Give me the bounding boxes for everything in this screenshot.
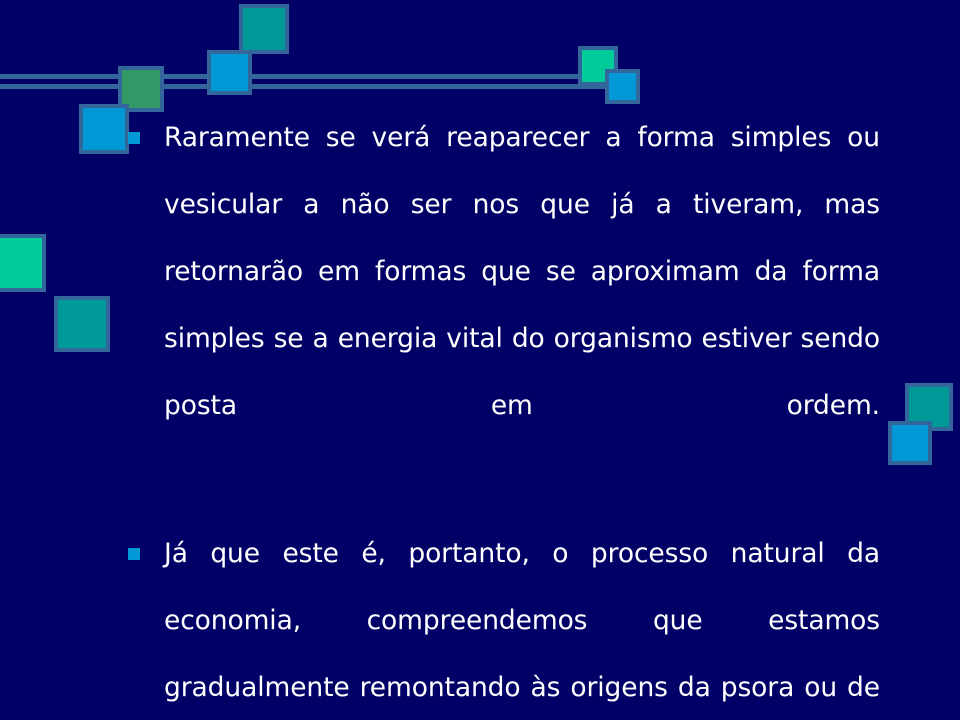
deco-square-spring-left-mid xyxy=(0,234,46,292)
bullet-text: Já que este é, portanto, o processo natu… xyxy=(164,538,880,703)
upper-rule xyxy=(0,74,615,79)
deco-square-teal-left-mid xyxy=(54,296,110,352)
deco-square-cyan-top xyxy=(207,50,252,95)
deco-square-teal-top xyxy=(239,4,289,54)
lower-rule xyxy=(0,84,615,89)
bullet-item: Raramente se verá reaparecer a forma sim… xyxy=(120,104,880,506)
deco-square-cyan-left xyxy=(79,104,129,154)
bullet-text: Raramente se verá reaparecer a forma sim… xyxy=(164,122,880,421)
square-bullet-icon xyxy=(128,548,140,560)
slide-body: Raramente se verá reaparecer a forma sim… xyxy=(120,104,880,720)
square-bullet-icon xyxy=(128,132,140,144)
deco-square-cyan-right-low xyxy=(888,421,932,465)
deco-square-cyan-right xyxy=(605,69,640,104)
bullet-item: Já que este é, portanto, o processo natu… xyxy=(120,520,880,720)
